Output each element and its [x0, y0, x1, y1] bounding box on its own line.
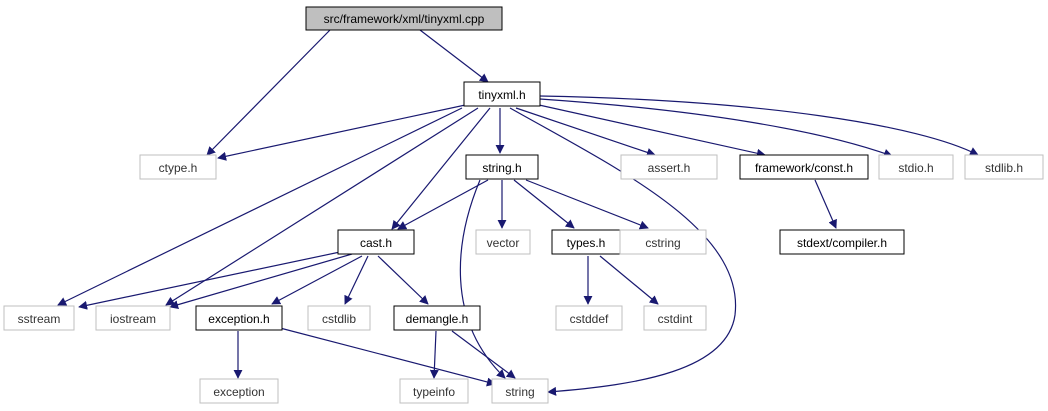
node-tinyxml-h-label: tinyxml.h: [478, 88, 525, 102]
node-framework-const-h[interactable]: framework/const.h: [739, 154, 869, 180]
node-tinyxml-h[interactable]: tinyxml.h: [463, 81, 541, 107]
dependency-edges: [57, 29, 979, 396]
node-sstream: sstream: [3, 305, 75, 331]
node-ctype-h: ctype.h: [139, 154, 217, 180]
edge-tinyxml-assert: [515, 107, 656, 157]
node-assert-h: assert.h: [620, 154, 718, 180]
node-typeinfo: typeinfo: [399, 378, 469, 404]
node-cast-h-label: cast.h: [360, 236, 392, 250]
node-ctype-h-label: ctype.h: [159, 161, 198, 175]
node-cstdlib-label: cstdlib: [322, 312, 356, 326]
node-cstring-label: cstring: [645, 236, 680, 250]
edge-cast-sstream: [78, 251, 341, 310]
node-stdlib-h: stdlib.h: [964, 154, 1044, 180]
node-cstdint-label: cstdint: [658, 312, 693, 326]
edge-types-cstdint: [599, 255, 659, 305]
node-exception-label: exception: [213, 385, 264, 399]
node-cstdlib: cstdlib: [307, 305, 371, 331]
edge-cast-exception.h: [271, 255, 363, 305]
node-stdext-compiler-h[interactable]: stdext/compiler.h: [779, 229, 905, 255]
node-iostream: iostream: [95, 305, 171, 331]
edge-cast-cstdlib: [344, 255, 369, 305]
node-string-label: string: [505, 385, 534, 399]
edge-string.h-cast: [397, 179, 489, 230]
node-demangle-h[interactable]: demangle.h: [393, 305, 481, 331]
edge-tinyxml-const: [529, 102, 766, 158]
node-root-file: src/framework/xml/tinyxml.cpp: [305, 6, 503, 31]
edge-exception.h-string: [279, 327, 496, 387]
node-stdext-compiler-h-label: stdext/compiler.h: [797, 236, 887, 250]
edge-root-tinyxml: [419, 29, 489, 83]
edge-tinyxml-string: [509, 107, 737, 396]
node-sstream-label: sstream: [18, 312, 61, 326]
edge-tinyxml-stdlib: [539, 95, 979, 156]
node-exception: exception: [199, 378, 279, 404]
node-exception-h[interactable]: exception.h: [195, 305, 283, 331]
node-string-h-label: string.h: [482, 161, 521, 175]
node-vector: vector: [475, 229, 531, 255]
node-types-h-label: types.h: [567, 236, 606, 250]
node-string: string: [491, 378, 549, 404]
edge-demangle-typeinfo: [429, 330, 439, 379]
edge-const-compiler: [814, 179, 837, 229]
node-cstddef: cstddef: [555, 305, 623, 331]
node-cstdint: cstdint: [643, 305, 707, 331]
node-cast-h[interactable]: cast.h: [337, 229, 415, 255]
edge-tinyxml-stdio: [539, 98, 893, 158]
node-cstring: cstring: [619, 229, 707, 255]
node-stdlib-h-label: stdlib.h: [985, 161, 1023, 175]
node-string-h[interactable]: string.h: [465, 154, 539, 180]
node-stdio-h: stdio.h: [878, 154, 954, 180]
node-vector-label: vector: [487, 236, 520, 250]
edge-cast-iostream: [169, 253, 353, 310]
edge-string.h-cstring: [525, 179, 649, 230]
node-assert-h-label: assert.h: [648, 161, 691, 175]
node-typeinfo-label: typeinfo: [413, 385, 455, 399]
node-exception-h-label: exception.h: [208, 312, 269, 326]
node-iostream-label: iostream: [110, 312, 156, 326]
edge-tinyxml-iostream: [165, 107, 479, 306]
edge-root-ctype: [206, 29, 331, 156]
edge-tinyxml-cast: [391, 107, 491, 230]
edge-cast-demangle: [377, 255, 429, 305]
node-demangle-h-label: demangle.h: [406, 312, 469, 326]
edge-tinyxml-ctype: [217, 103, 471, 161]
node-types-h[interactable]: types.h: [551, 229, 621, 255]
dependency-nodes: src/framework/xml/tinyxml.cpp tinyxml.h …: [3, 6, 1044, 404]
node-framework-const-h-label: framework/const.h: [755, 161, 853, 175]
edge-tinyxml-sstream: [57, 107, 463, 306]
edge-string.h-types: [513, 179, 575, 229]
node-root-label: src/framework/xml/tinyxml.cpp: [324, 12, 485, 26]
node-stdio-h-label: stdio.h: [898, 161, 933, 175]
edge-demangle-string: [451, 330, 516, 379]
edge-string.h-string: [459, 179, 506, 379]
node-cstddef-label: cstddef: [570, 312, 609, 326]
